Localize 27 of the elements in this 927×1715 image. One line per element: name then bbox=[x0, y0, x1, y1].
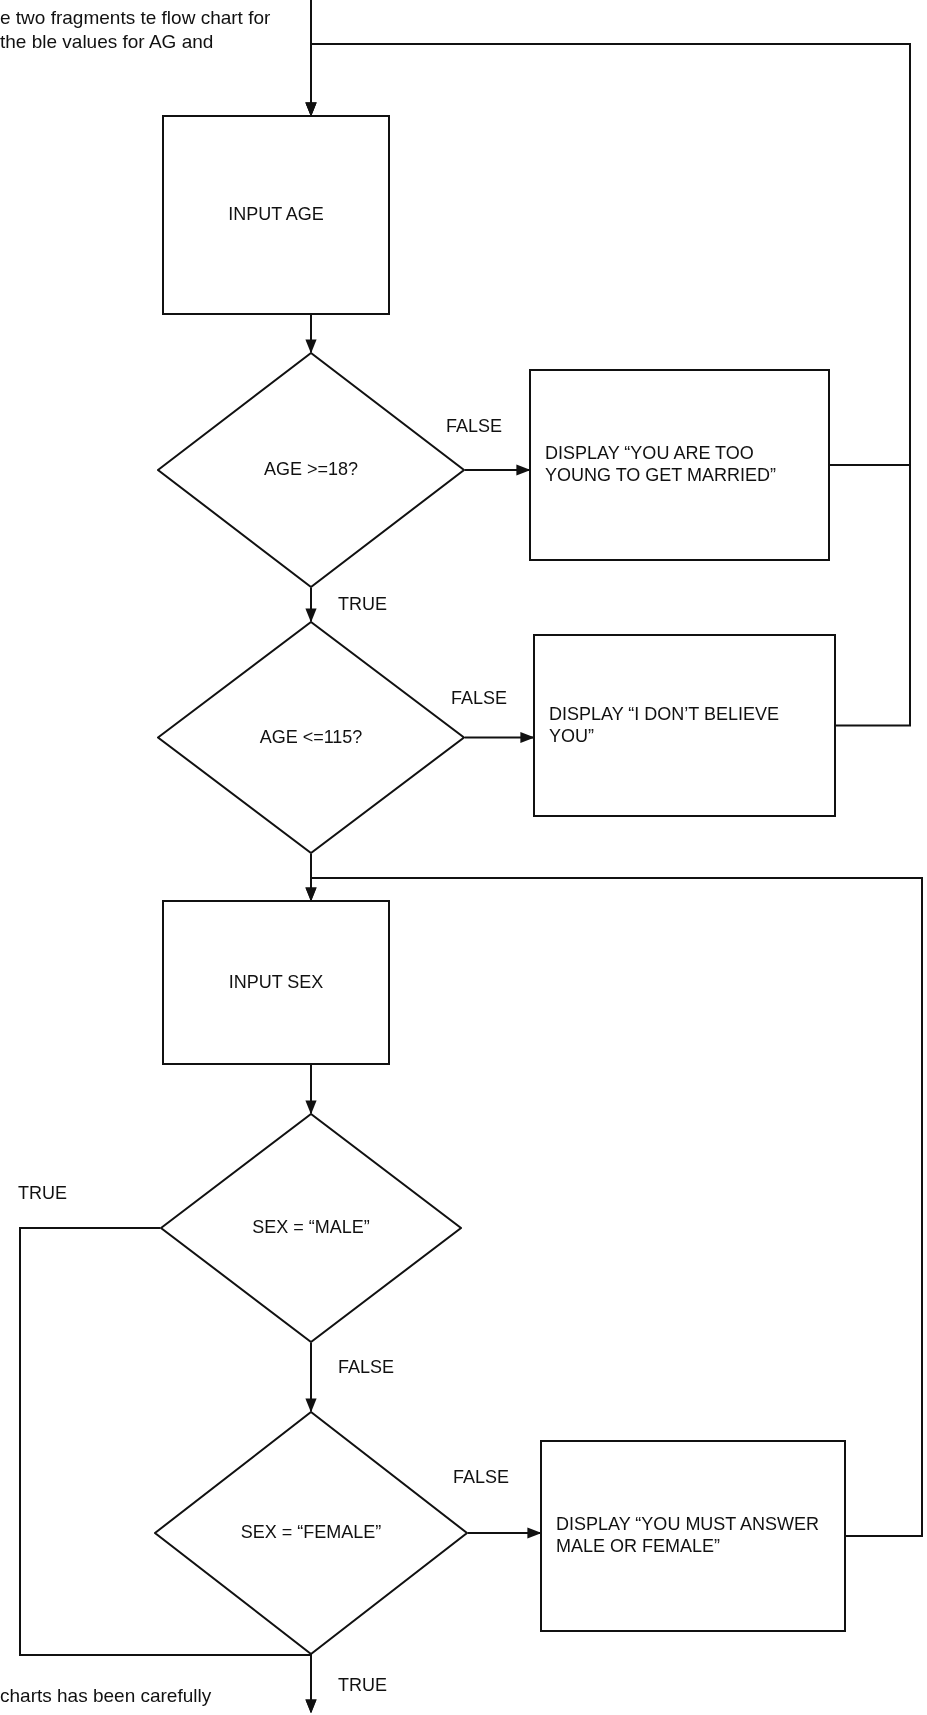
arrow bbox=[305, 43, 911, 727]
arrow bbox=[464, 464, 531, 476]
arrow bbox=[305, 314, 317, 354]
arrow bbox=[305, 1342, 317, 1413]
node-text: INPUT SEX bbox=[228, 971, 324, 994]
process-box bbox=[162, 900, 390, 1065]
node-text: DISPLAY “YOU ARE TOO YOUNG TO GET MARRIED” bbox=[545, 443, 778, 487]
node-text: AGE <=115? bbox=[259, 726, 363, 749]
note-text: e two fragments te flow chart for the ble values for AG and bbox=[0, 6, 272, 54]
node-text: DISPLAY “YOU MUST ANSWER MALE OR FEMALE” bbox=[556, 1514, 821, 1558]
node-text: SEX = “FEMALE” bbox=[240, 1522, 382, 1544]
process-box bbox=[162, 115, 390, 315]
arrow bbox=[467, 1527, 542, 1539]
process-box bbox=[540, 1440, 846, 1632]
node-text: AGE >=18? bbox=[263, 459, 359, 481]
process-box bbox=[533, 634, 836, 817]
process-box bbox=[529, 369, 830, 561]
note-text: charts has been carefully bbox=[0, 1684, 213, 1708]
arrow bbox=[305, 877, 923, 1537]
node-text: INPUT AGE bbox=[228, 204, 324, 226]
node-text: DISPLAY “I DON’T BELIEVE YOU” bbox=[549, 703, 781, 748]
node-text: SEX = “MALE” bbox=[252, 1217, 370, 1239]
arrow bbox=[464, 731, 535, 744]
decision-diamond bbox=[160, 1113, 462, 1343]
arrow bbox=[305, 1654, 317, 1714]
arrow bbox=[305, 587, 317, 623]
arrow bbox=[305, 1064, 317, 1115]
